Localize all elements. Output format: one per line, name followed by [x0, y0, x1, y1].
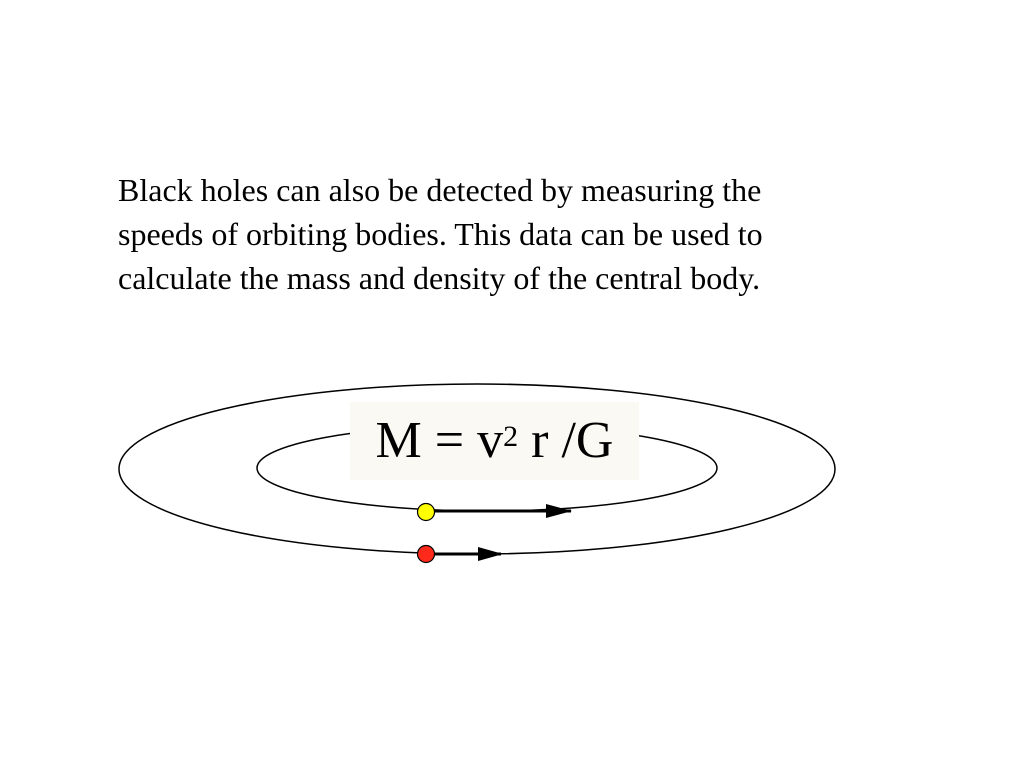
inner-orbiting-body	[416, 502, 436, 522]
outer-arrowhead	[478, 547, 503, 561]
formula-equals: =	[434, 412, 465, 469]
formula-over-g: /G	[561, 412, 614, 469]
formula-radius: r	[531, 412, 549, 469]
formula-mass: M	[375, 412, 422, 469]
formula-velocity: v	[477, 412, 504, 469]
slide-body-text: Black holes can also be detected by meas…	[118, 172, 763, 296]
inner-arrowhead	[546, 504, 572, 518]
outer-orbiting-body	[416, 544, 436, 564]
